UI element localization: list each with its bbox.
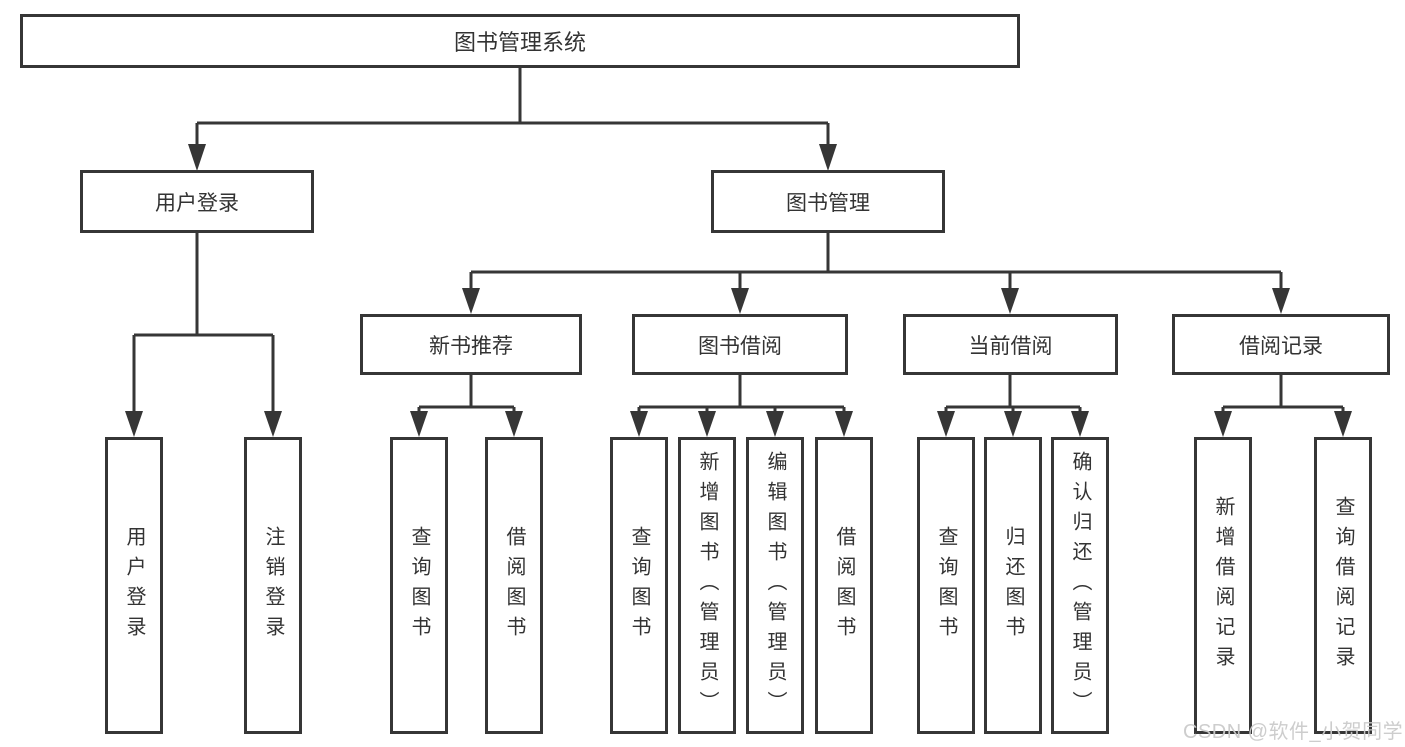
node-borrow-records-label: 借阅记录 [1239, 334, 1323, 358]
leaf-logout: 注销登录 [244, 437, 302, 734]
leaf-current-query-books-label: 查询图书 [935, 525, 957, 646]
node-user-login-label: 用户登录 [155, 191, 239, 215]
node-new-book-recommend: 新书推荐 [360, 314, 582, 375]
leaf-user-login-label: 用户登录 [123, 525, 145, 646]
leaf-user-login: 用户登录 [105, 437, 163, 734]
leaf-borrow-borrow-books-label: 借阅图书 [833, 525, 855, 646]
leaf-borrow-add-books-admin-label: 新增图书（管理员） [696, 450, 718, 721]
leaf-borrow-edit-books-admin-label: 编辑图书（管理员） [764, 450, 786, 721]
leaf-recommend-query-books-label: 查询图书 [408, 525, 430, 646]
leaf-borrow-add-books-admin: 新增图书（管理员） [678, 437, 736, 734]
node-borrow-records: 借阅记录 [1172, 314, 1390, 375]
leaf-records-add-record-label: 新增借阅记录 [1212, 495, 1234, 676]
leaf-recommend-query-books: 查询图书 [390, 437, 448, 734]
leaf-borrow-borrow-books: 借阅图书 [815, 437, 873, 734]
node-current-borrow: 当前借阅 [903, 314, 1118, 375]
leaf-records-query-record-label: 查询借阅记录 [1332, 495, 1354, 676]
watermark-text: CSDN @软件_小贺同学 [1183, 721, 1404, 743]
node-book-borrow: 图书借阅 [632, 314, 848, 375]
leaf-current-confirm-return-admin: 确认归还（管理员） [1051, 437, 1109, 734]
leaf-records-query-record: 查询借阅记录 [1314, 437, 1372, 734]
leaf-current-confirm-return-admin-label: 确认归还（管理员） [1069, 450, 1091, 721]
node-user-login: 用户登录 [80, 170, 314, 233]
node-current-borrow-label: 当前借阅 [968, 334, 1053, 358]
leaf-borrow-edit-books-admin: 编辑图书（管理员） [746, 437, 804, 734]
leaf-current-query-books: 查询图书 [917, 437, 975, 734]
leaf-borrow-query-books: 查询图书 [610, 437, 668, 734]
node-root: 图书管理系统 [20, 14, 1020, 68]
leaf-current-return-books: 归还图书 [984, 437, 1042, 734]
leaf-current-return-books-label: 归还图书 [1002, 525, 1024, 646]
node-book-management-label: 图书管理 [786, 191, 870, 215]
node-book-borrow-label: 图书借阅 [698, 334, 782, 358]
leaf-logout-label: 注销登录 [262, 525, 284, 646]
leaf-records-add-record: 新增借阅记录 [1194, 437, 1252, 734]
leaf-recommend-borrow-books: 借阅图书 [485, 437, 543, 734]
leaf-recommend-borrow-books-label: 借阅图书 [503, 525, 525, 646]
node-root-label: 图书管理系统 [453, 30, 586, 55]
leaf-borrow-query-books-label: 查询图书 [628, 525, 650, 646]
node-book-management: 图书管理 [711, 170, 945, 233]
node-new-book-recommend-label: 新书推荐 [429, 334, 513, 358]
